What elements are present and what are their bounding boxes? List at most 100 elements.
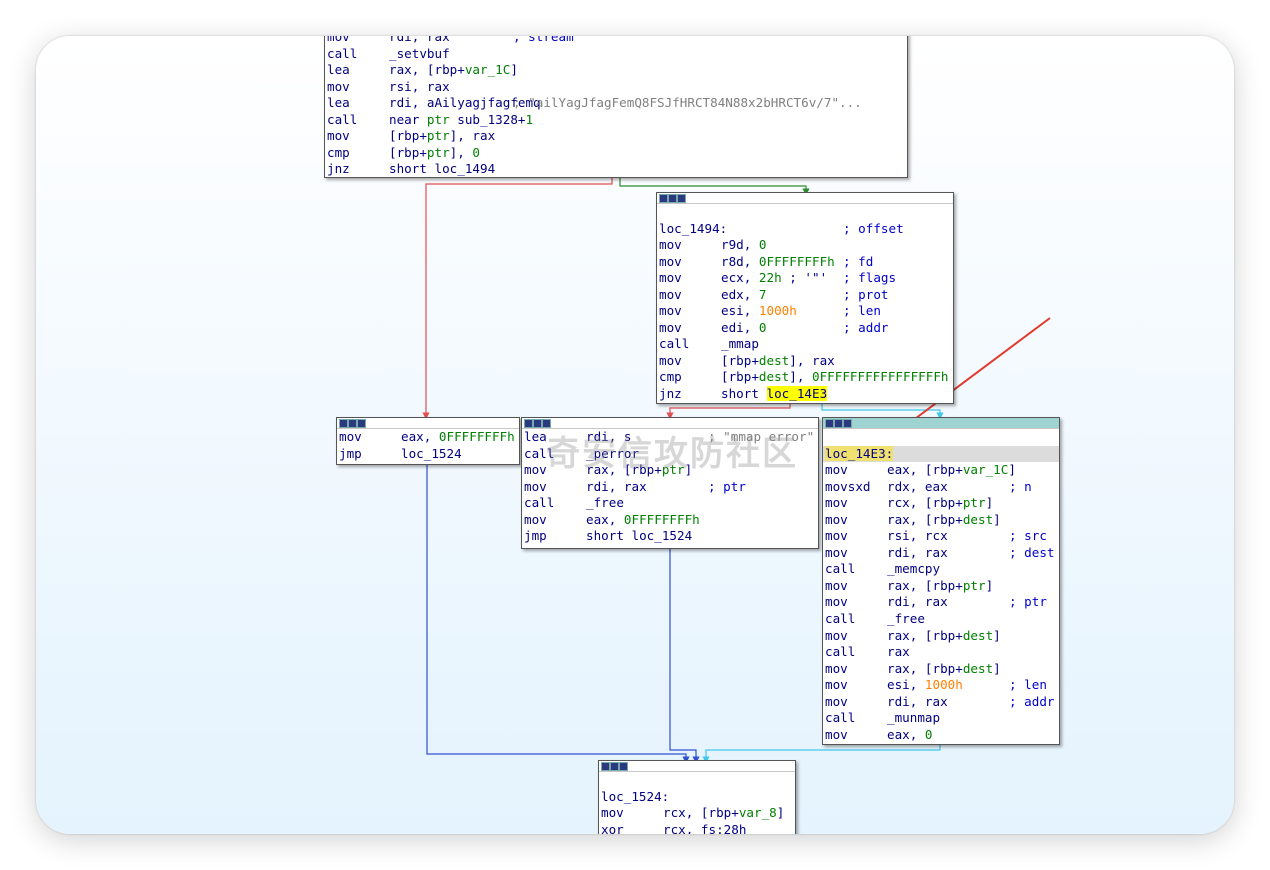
operands: eax, 0FFFFFFFFh bbox=[401, 429, 515, 444]
graph-node-icon[interactable] bbox=[668, 194, 677, 203]
graph-list-icon[interactable] bbox=[843, 419, 852, 428]
operands: rdi, rax bbox=[887, 693, 948, 709]
graph-color-icon[interactable] bbox=[825, 419, 834, 428]
comment: ; len bbox=[843, 303, 881, 319]
operands: short loc_1524 bbox=[586, 528, 693, 544]
code-label-line[interactable]: loc_1524: bbox=[599, 789, 795, 806]
instruction-line[interactable]: call_perror bbox=[522, 446, 818, 463]
instruction-line[interactable]: call_munmap bbox=[823, 710, 1059, 727]
instruction-line[interactable]: call_memcpy bbox=[823, 561, 1059, 578]
mnemonic: call bbox=[524, 445, 555, 461]
operands: eax, 0FFFFFFFFh bbox=[586, 511, 700, 527]
mnemonic: mov bbox=[659, 253, 682, 269]
mnemonic: movsxd bbox=[825, 478, 871, 494]
operands: [rbp+dest], 0FFFFFFFFFFFFFFFFh bbox=[721, 369, 949, 385]
code-label-line[interactable]: loc_1494:; offset bbox=[657, 221, 953, 238]
operands: rdi, rax bbox=[887, 594, 948, 610]
instruction-line[interactable]: jmp short loc_1524 bbox=[522, 528, 818, 545]
operands: rsi, rax bbox=[389, 78, 450, 94]
instruction-line[interactable]: call_setvbuf bbox=[325, 46, 907, 63]
operands: _setvbuf bbox=[389, 45, 450, 61]
instruction-line[interactable]: call_free bbox=[522, 495, 818, 512]
graph-node-icon[interactable] bbox=[610, 762, 619, 771]
graph-color-icon[interactable] bbox=[524, 419, 533, 428]
code-label-line[interactable]: loc_14E3: bbox=[823, 445, 1059, 463]
operands: rdi, rax bbox=[887, 544, 948, 560]
instruction-line[interactable]: call_free bbox=[823, 611, 1059, 628]
operands: ecx, 22h ; '"' bbox=[721, 270, 828, 286]
block-header bbox=[522, 418, 818, 429]
instruction-line[interactable]: call_mmap bbox=[657, 336, 953, 353]
graph-node-icon[interactable] bbox=[834, 419, 843, 428]
graph-list-icon[interactable] bbox=[542, 419, 551, 428]
code-label: loc_14E3: bbox=[825, 445, 894, 461]
operands: rax, [rbp+ptr] bbox=[586, 462, 693, 478]
mnemonic: cmp bbox=[659, 369, 682, 385]
instruction-line[interactable]: cmp[rbp+ptr], 0 bbox=[325, 145, 907, 162]
graph-color-icon[interactable] bbox=[339, 419, 348, 428]
operands: _free bbox=[586, 495, 624, 511]
graph-node-icon[interactable] bbox=[533, 419, 542, 428]
graph-node-icon[interactable] bbox=[348, 419, 357, 428]
graph-color-icon[interactable] bbox=[659, 194, 668, 203]
instruction-line[interactable]: mov[rbp+ptr], rax bbox=[325, 128, 907, 145]
mnemonic: mov bbox=[339, 429, 362, 444]
comment: ; n bbox=[1009, 478, 1032, 494]
mnemonic: jmp bbox=[524, 528, 547, 544]
jump-target-label-highlight[interactable]: loc_14E3 bbox=[766, 386, 828, 402]
mnemonic: lea bbox=[524, 429, 547, 444]
operands: rax, [rbp+dest] bbox=[887, 511, 1001, 527]
graph-list-icon[interactable] bbox=[677, 194, 686, 203]
mnemonic: call bbox=[825, 611, 856, 627]
mnemonic: mov bbox=[825, 693, 848, 709]
mnemonic: jnz bbox=[327, 161, 350, 177]
graph-list-icon[interactable] bbox=[619, 762, 628, 771]
operands: r8d, 0FFFFFFFFh bbox=[721, 253, 835, 269]
graph-color-icon[interactable] bbox=[601, 762, 610, 771]
instruction-line[interactable]: mov eax, 0FFFFFFFFh bbox=[337, 429, 519, 446]
instruction-line[interactable]: mov[rbp+dest], rax bbox=[657, 353, 953, 370]
graph-list-icon[interactable] bbox=[357, 419, 366, 428]
instruction-line[interactable]: cmp [rbp+dest], 0FFFFFFFFFFFFFFFFh bbox=[657, 369, 953, 386]
